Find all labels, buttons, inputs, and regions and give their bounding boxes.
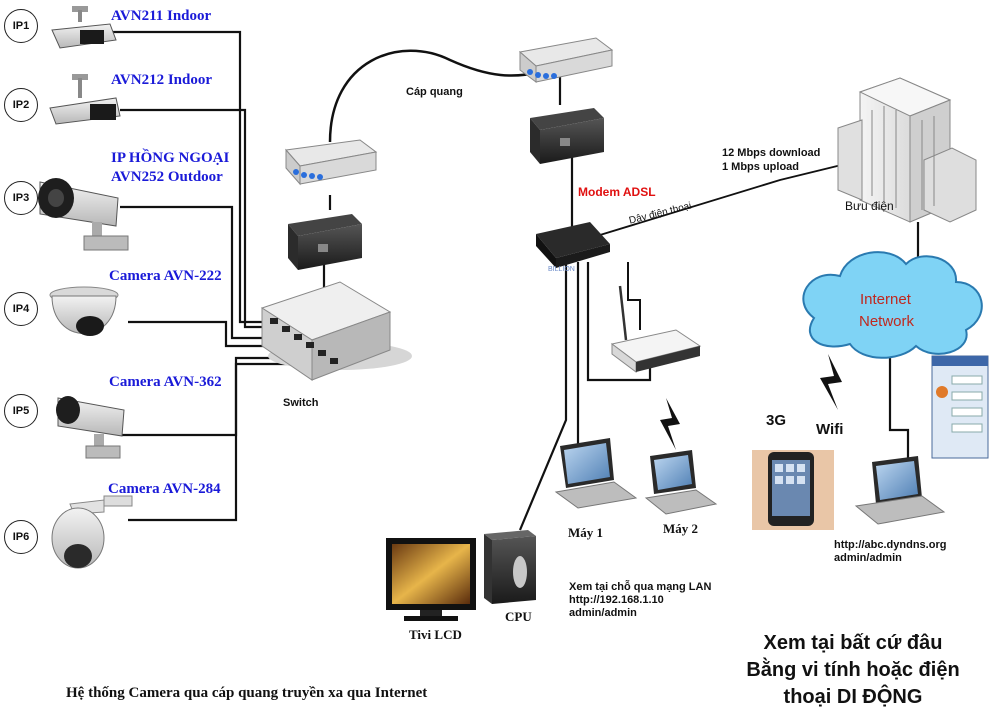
fiber-label: Cáp quang [406,86,463,98]
ip-label-1: IP1 [4,9,38,43]
lan-credentials: admin/admin [569,607,637,619]
callout-line-2: Bằng vi tính hoặc điện [746,659,960,681]
post-office-building [837,77,977,223]
remote-url: http://abc.dyndns.org [834,539,947,551]
media-converter-left [288,214,362,270]
callout-line-3: thoại DI ĐỘNG [783,686,923,708]
view-anywhere-callout: Xem tại bất cứ đâu Bằng vi tính hoặc điệ… [718,630,988,711]
router-device [610,285,702,373]
camera-ip2 [49,74,121,125]
ip-label-2: IP2 [4,88,38,122]
machine2-label: Máy 2 [663,521,699,536]
switch-label: Switch [283,397,319,409]
camera-ip1 [51,6,117,49]
diagram-caption: Hệ thống Camera qua cáp quang truyền xa … [66,685,428,701]
cloud-label-internet: Internet [860,291,911,308]
laptop-machine2 [644,450,718,515]
camera-ip6 [51,495,133,569]
camera-ip5 [56,396,125,459]
lan-view-label: Xem tại chỗ qua mạng LAN [569,581,712,593]
label-wifi: Wifi [816,421,844,438]
camera-label-2: AVN212 Indoor [111,72,212,88]
tv-label: Tivi LCD [409,627,462,642]
camera-ip3 [38,178,129,251]
remote-credentials: admin/admin [834,552,902,564]
fiber-module-left [285,139,378,186]
label-3g: 3G [766,412,787,429]
ip-label-3: IP3 [4,181,38,215]
internet-cloud [802,251,983,359]
camera-label-1: AVN211 Indoor [111,8,212,24]
login-window [931,355,989,459]
camera-ip4 [49,286,119,336]
media-converter-right [530,108,604,164]
ip-label-4: IP4 [4,292,38,326]
cloud-label-network: Network [859,313,915,330]
camera-label-3: IP HỒNG NGOẠI [111,150,230,166]
lightning-icon [820,354,842,410]
camera-label-5: Camera AVN-362 [109,374,222,390]
camera-cables [112,30,306,522]
cpu-label: CPU [505,609,532,624]
camera-label-4: Camera AVN-222 [109,268,222,284]
tv-lcd [386,538,476,621]
laptop-machine1 [554,438,638,509]
cpu-tower [484,530,536,604]
camera-label-3-model: AVN252 Outdoor [111,169,223,185]
fiber-cable [328,49,541,143]
lightning-icon [660,398,680,450]
camera-label-6: Camera AVN-284 [108,481,221,497]
fiber-module-right [518,37,614,83]
machine1-label: Máy 1 [568,525,604,540]
ip-label-5: IP5 [4,394,38,428]
lan-url: http://192.168.1.10 [569,594,664,606]
callout-line-1: Xem tại bất cứ đâu [763,632,943,654]
modem-label: Modem ADSL [578,185,656,199]
upload-speed: 1 Mbps upload [722,161,799,173]
modem-device [536,222,610,268]
post-office-label: Bưu điện [845,199,894,213]
modem-brand: BILLION [548,266,575,273]
ip-label-6: IP6 [4,520,38,554]
smartphone-icon [752,450,834,530]
download-speed: 12 Mbps download [722,147,821,159]
switch-device [260,281,412,381]
laptop-remote [854,456,946,525]
